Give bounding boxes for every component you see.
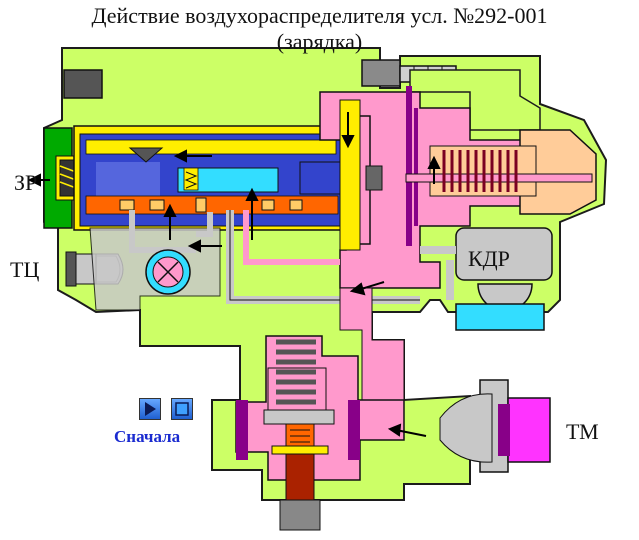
- label-tc: ТЦ: [10, 257, 40, 282]
- diagram-subtitle: (зарядка): [276, 29, 363, 54]
- kdr-chamber: [455, 227, 553, 331]
- rotary-valve: [145, 249, 191, 295]
- stop-icon: [175, 402, 189, 416]
- label-kdr: КДР: [468, 246, 510, 271]
- main-cylinder: [73, 125, 371, 231]
- top-left-plug: [63, 69, 103, 99]
- flow-arrows: [27, 112, 441, 437]
- play-icon: [145, 402, 156, 416]
- stop-button[interactable]: [171, 398, 193, 420]
- play-button[interactable]: [139, 398, 161, 420]
- upper-cap: [409, 69, 541, 131]
- tm-fitting: [439, 379, 551, 473]
- lower-valve: [235, 335, 405, 531]
- label-zr: ЗР: [14, 170, 38, 195]
- spring-housing: [405, 129, 597, 215]
- label-tm: ТМ: [566, 419, 599, 444]
- restart-link[interactable]: Сначала: [114, 427, 181, 446]
- diagram-title: Действие воздухораспределителя усл. №292…: [91, 3, 548, 28]
